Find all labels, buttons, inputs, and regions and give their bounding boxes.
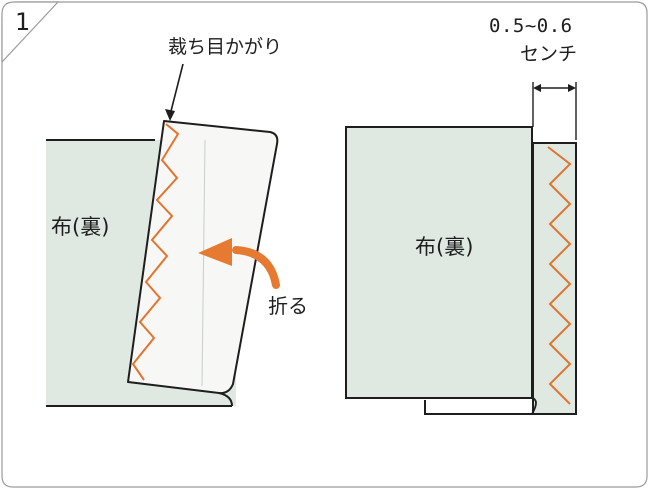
- fabric-wrong-side-label-right: 布(裏): [415, 235, 474, 259]
- fold-arrow: [232, 246, 280, 289]
- dimension-arrowhead-right: [568, 84, 576, 92]
- callout-arrowhead: [165, 109, 175, 121]
- fabric-wrong-side-label-left: 布(裏): [51, 215, 110, 239]
- flap-fold-corner: [218, 392, 233, 407]
- fold-curl: [531, 397, 537, 415]
- measurement-unit: センチ: [520, 43, 578, 65]
- step-number: 1: [15, 8, 31, 36]
- fold-label: 折る: [268, 294, 308, 318]
- step-badge: [1, 1, 60, 64]
- fold-arrowhead: [198, 238, 232, 266]
- overlock-edge-label: 裁ち目かがり: [168, 36, 283, 58]
- dimension-arrowhead-left: [533, 84, 541, 92]
- flap-fold-line: [201, 139, 206, 387]
- zigzag-stitch-right: [547, 146, 572, 405]
- callout-line: [169, 63, 184, 116]
- folded-under-edge: [424, 400, 532, 415]
- seam-allowance-strip: [532, 142, 577, 415]
- zigzag-stitch-left: [131, 123, 180, 381]
- right-fabric: [345, 126, 533, 399]
- measurement-value: 0.5~0.6: [489, 15, 573, 37]
